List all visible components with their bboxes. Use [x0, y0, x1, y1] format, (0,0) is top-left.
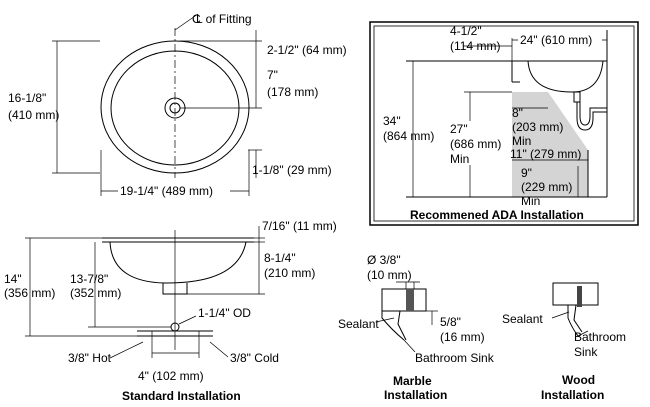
top-view: L of Fitting C 2-1/2" (64 mm) 7" (178 mm…: [8, 12, 347, 198]
marble-thick-in: 5/8": [440, 315, 461, 329]
dim-length-mm: (410 mm): [8, 108, 59, 122]
ada-dim-toe-min: Min: [521, 194, 540, 208]
std-outlet-mm: (352 mm): [70, 286, 121, 300]
dim-drain-in: 7": [267, 68, 278, 82]
marble-sink: Bathroom Sink: [415, 351, 495, 365]
marble-thick-mm: (16 mm): [440, 330, 485, 344]
dim-drain-mm: (178 mm): [267, 85, 318, 99]
std-total-mm: (356 mm): [4, 286, 55, 300]
wood-counter: [552, 282, 599, 306]
marble-dia-in: Ø 3/8": [367, 253, 401, 267]
ada-dim-height-in: 34": [383, 114, 401, 128]
std-lip: 7/16" (11 mm): [262, 219, 337, 233]
centerline-symbol: C: [192, 12, 201, 26]
marble-sink-flange: [381, 311, 405, 341]
ada-dim-depth: 24" (610 mm): [520, 33, 592, 47]
ada-dim-toe-depth-in: 8": [512, 106, 523, 120]
ada-panel: 4-1/2" (114 mm) 24" (610 mm) 34" (864 mm…: [369, 21, 639, 226]
ada-trap: [576, 102, 607, 131]
wood-title-2: Installation: [541, 388, 604, 402]
dim-rim-side: 1-1/8" (29 mm): [252, 163, 332, 177]
ada-dim-toe-in: 9": [521, 166, 532, 180]
standard-installation: 4" (102 mm) 3/8" Hot 3/8" Cold 1-1/4" OD…: [4, 219, 337, 403]
ada-dim-toe-depth-mm: (203 mm): [512, 120, 563, 134]
ada-dim-toe-depth-min: Min: [512, 134, 531, 148]
ada-dim-toe-mm: (229 mm): [521, 180, 572, 194]
standard-sink-bowl: [109, 241, 247, 284]
std-cold: 3/8" Cold: [230, 351, 279, 365]
std-od: 1-1/4" OD: [198, 306, 251, 320]
std-title: Standard Installation: [122, 389, 241, 403]
std-hot: 3/8" Hot: [68, 351, 112, 365]
marble-sealant: Sealant: [338, 317, 379, 331]
centerline-label: L of Fitting: [196, 12, 252, 26]
wood-sink-1: Bathroom: [574, 330, 626, 344]
knee-clearance-area: [512, 92, 588, 197]
std-spacing: 4" (102 mm): [138, 369, 204, 383]
std-outlet-in: 13-7/8": [70, 272, 108, 286]
ada-dim-knee-mm: (686 mm): [450, 137, 501, 151]
marble-title-2: Installation: [384, 388, 447, 402]
marble-slab: [381, 288, 427, 312]
std-total-in: 14": [4, 272, 22, 286]
ada-dim-offset-mm: (114 mm): [450, 39, 500, 53]
wood-sealant: Sealant: [502, 312, 543, 326]
ada-dim-height-mm: (864 mm): [383, 129, 434, 143]
ada-title: Recommened ADA Installation: [410, 208, 584, 222]
std-bowl-in: 8-1/4": [264, 251, 296, 265]
dim-width: 19-1/4" (489 mm): [120, 184, 213, 198]
marble-installation: Ø 3/8" (10 mm) 5/8" (16 mm) Sealant Bath…: [338, 253, 495, 402]
ada-dim-knee-in: 27": [450, 122, 468, 136]
ada-sink-bowl: [527, 60, 604, 93]
ada-dim-clear: 11" (279 mm): [510, 147, 581, 161]
wood-sink-flange: [567, 305, 579, 337]
ada-dim-offset-in: 4-1/2": [450, 24, 482, 38]
dim-rim-to-centerline: 2-1/2" (64 mm): [267, 43, 347, 57]
ada-frame: [369, 21, 639, 226]
marble-title-1: Marble: [393, 374, 432, 388]
wood-sink-2: Sink: [574, 345, 598, 359]
dim-length-in: 16-1/8": [8, 91, 46, 105]
wood-title-1: Wood: [562, 373, 595, 387]
wood-installation: Sealant Bathroom Sink Wood Installation: [502, 282, 626, 402]
marble-dia-mm: (10 mm): [367, 268, 412, 282]
ada-dim-knee-min: Min: [450, 152, 469, 166]
std-bowl-mm: (210 mm): [264, 266, 315, 280]
